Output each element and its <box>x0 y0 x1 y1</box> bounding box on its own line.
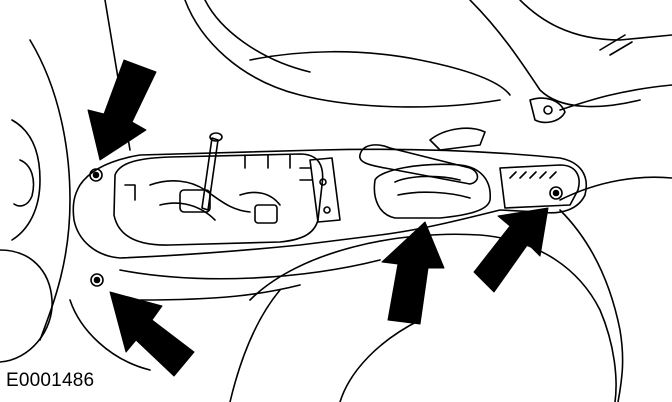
right-fastener <box>549 186 563 200</box>
arrow-lower-left-screw <box>109 291 195 377</box>
fasteners <box>89 168 563 287</box>
upper-left-fastener <box>89 168 103 182</box>
arrow-center-console <box>381 221 445 325</box>
center-console <box>72 97 587 259</box>
callout-arrows <box>87 59 549 377</box>
lower-left-fastener <box>90 273 104 287</box>
arrow-upper-left-screw <box>87 59 157 161</box>
figure-id-label: E0001486 <box>6 370 95 391</box>
arrow-right-screw <box>473 207 549 293</box>
